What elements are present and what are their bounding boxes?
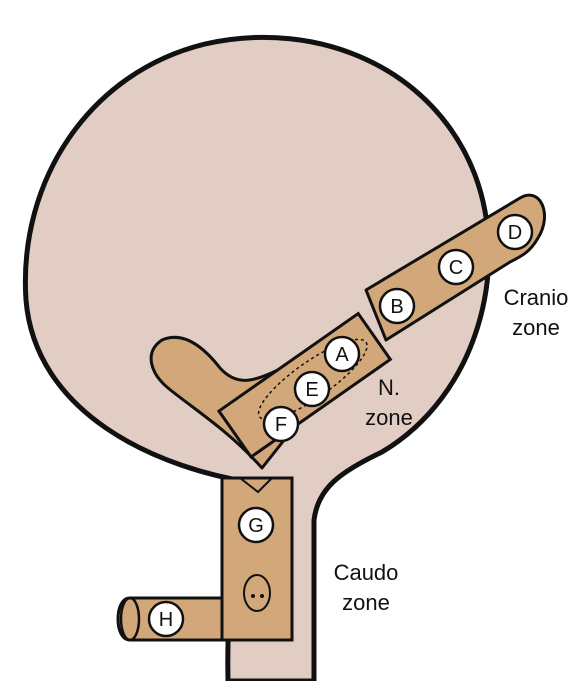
marker-a-label: A — [335, 344, 349, 366]
marker-d-label: D — [508, 222, 522, 244]
caudo-zone-bar — [220, 476, 294, 642]
n-zone-label-line2: zone — [365, 405, 413, 430]
n-zone-label: N. zone — [354, 373, 424, 433]
side-bar-end-cap — [119, 596, 141, 642]
oval-dot — [260, 594, 264, 598]
cranio-zone-label-line2: zone — [512, 315, 560, 340]
marker-b: B — [378, 287, 416, 325]
caudo-zone-label-line1: Caudo — [333, 560, 399, 585]
cranio-zone-label-line1: Cranio — [503, 285, 569, 310]
caudo-zone-label-line2: zone — [342, 590, 390, 615]
marker-g-label: G — [248, 515, 264, 537]
marker-h: H — [147, 600, 185, 638]
marker-b-label: B — [390, 296, 403, 318]
marker-e-label: E — [305, 379, 318, 401]
marker-f: F — [262, 405, 300, 443]
n-zone-inner-dashed-outline — [257, 338, 368, 421]
caudo-bar-notch — [239, 477, 273, 494]
n-zone-label-line1: N. — [378, 375, 400, 400]
caudo-bar-small-oval — [243, 574, 271, 612]
marker-g: G — [237, 506, 275, 544]
caudo-zone-label: Caudo zone — [316, 558, 416, 618]
marker-c-label: C — [449, 257, 463, 279]
marker-c: C — [437, 248, 475, 286]
cranio-zone-label: Cranio zone — [494, 283, 578, 343]
marker-f-label: F — [275, 414, 287, 436]
marker-e: E — [293, 370, 331, 408]
marker-d: D — [496, 213, 534, 251]
marker-a: A — [323, 335, 361, 373]
organ-outline — [22, 34, 492, 681]
marker-h-label: H — [159, 609, 173, 631]
oval-dot — [251, 594, 255, 598]
